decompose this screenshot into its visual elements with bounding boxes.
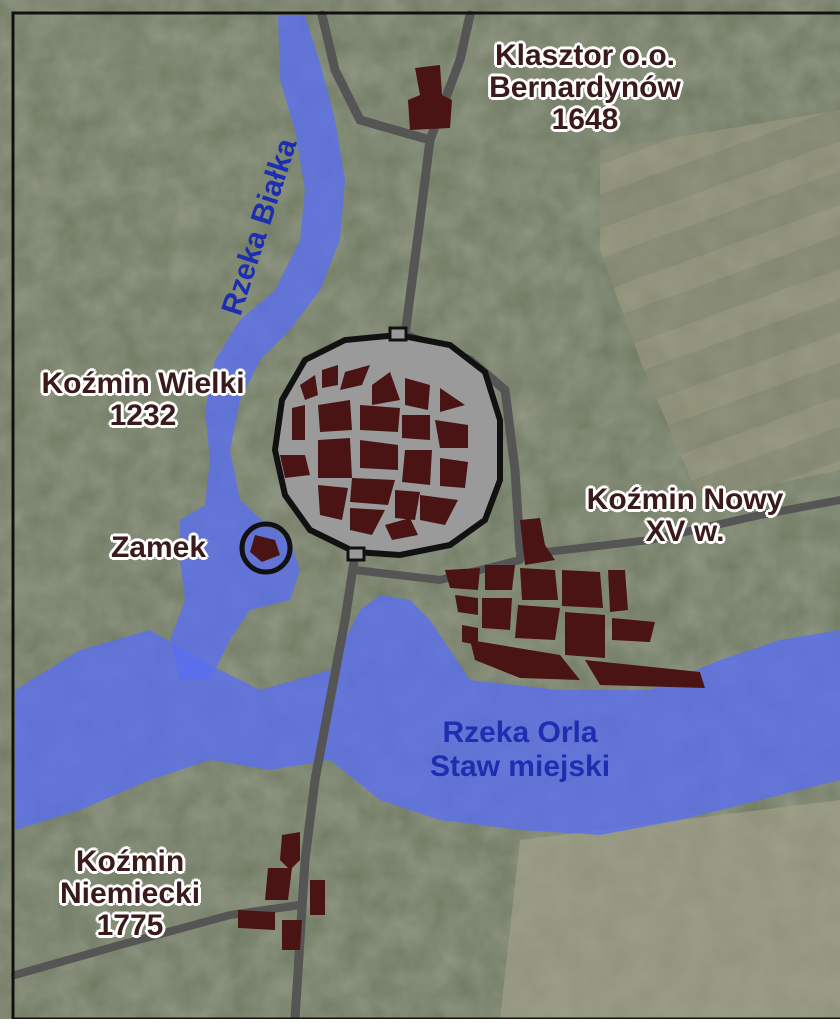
label-kozmin-niemiecki: Koźmin Niemiecki 1775: [30, 846, 230, 942]
kozmin-nowy-blocks: [445, 518, 705, 688]
kozmin-niemiecki-blocks: [238, 832, 325, 950]
label-river-orla-line2: Staw miejski: [429, 750, 611, 783]
label-kozmin-niemiecki-line1: Koźmin: [75, 845, 185, 878]
town-gate-north: [388, 326, 408, 342]
label-kozmin-nowy-line2: XV w.: [645, 515, 725, 548]
label-river-orla-line1: Rzeka Orla: [442, 716, 598, 749]
castle-building: [250, 535, 280, 562]
label-river-orla: Rzeka Orla Staw miejski: [400, 716, 640, 784]
label-kozmin-wielki-line1: Koźmin Wielki: [41, 367, 245, 400]
town-gate-south: [346, 546, 366, 562]
orla-river: [15, 595, 840, 835]
label-kozmin-wielki: Koźmin Wielki 1232: [18, 368, 268, 432]
label-kozmin-nowy-line1: Koźmin Nowy: [586, 483, 784, 516]
monastery-building: [408, 65, 452, 130]
label-kozmin-niemiecki-line3: 1775: [96, 909, 164, 942]
label-kozmin-niemiecki-line2: Niemiecki: [59, 877, 201, 910]
label-zamek-line1: Zamek: [110, 531, 207, 564]
label-zamek: Zamek: [96, 532, 221, 564]
farm-fields-east: [600, 110, 840, 500]
bialka-river: [170, 15, 345, 680]
label-monastery-line2: Bernardynów: [489, 71, 681, 104]
label-kozmin-wielki-line2: 1232: [109, 399, 177, 432]
label-monastery: Klasztor o.o. Bernardynów 1648: [470, 40, 700, 136]
label-kozmin-nowy: Koźmin Nowy XV w.: [560, 484, 810, 548]
label-monastery-line1: Klasztor o.o.: [494, 39, 675, 72]
castle-moat: [239, 521, 293, 575]
farm-fields-southeast: [500, 800, 840, 1019]
kozmin-wielki-blocks: [280, 365, 468, 540]
label-monastery-line3: 1648: [551, 103, 619, 136]
